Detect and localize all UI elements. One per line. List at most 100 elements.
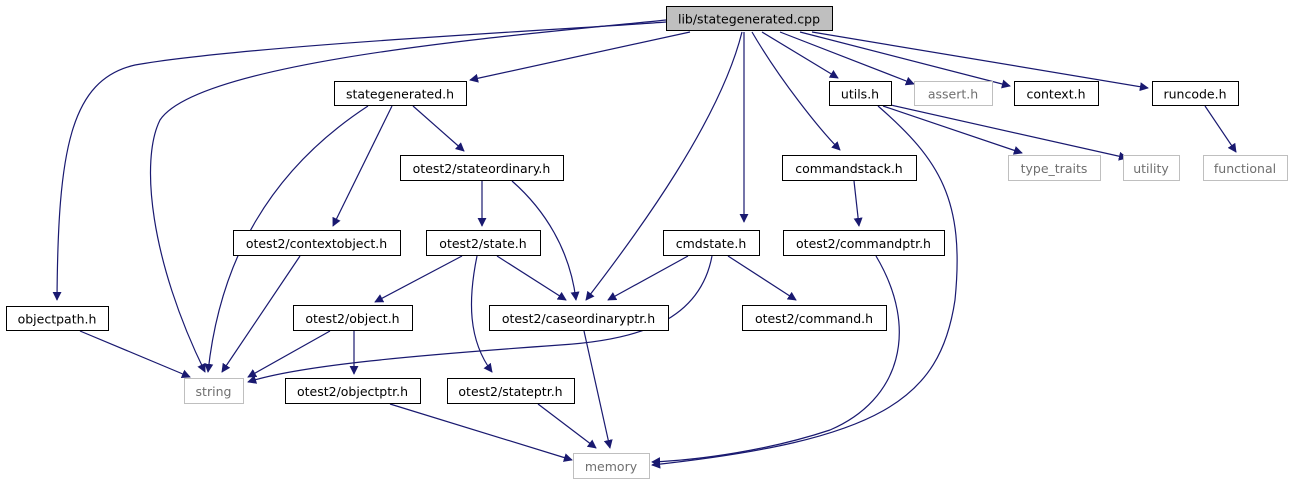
node-label: assert.h — [928, 87, 978, 102]
node-runcode[interactable]: runcode.h — [1152, 81, 1239, 106]
edge-root-to-caseordinaryptr — [585, 31, 743, 301]
edge-root-to-objectpath — [52, 21, 667, 301]
node-box — [184, 378, 244, 404]
node-box — [233, 230, 401, 256]
node-commandstack[interactable]: commandstack.h — [782, 155, 917, 181]
node-utils[interactable]: utils.h — [829, 81, 892, 106]
node-label: string — [196, 384, 232, 399]
node-objectpath[interactable]: objectpath.h — [6, 306, 109, 331]
node-box — [447, 378, 575, 404]
nodes-layer: lib/stategenerated.cpp objectpath.h stateg… — [6, 6, 1288, 479]
edge-stateptr-to-memory — [537, 403, 597, 449]
node-command[interactable]: otest2/command.h — [742, 305, 887, 331]
node-stategenerated[interactable]: stategenerated.h — [334, 81, 467, 106]
node-state[interactable]: otest2/state.h — [426, 230, 541, 256]
edge-root-to-context — [799, 31, 1011, 89]
node-label: otest2/state.h — [439, 236, 526, 251]
edges-layer — [52, 19, 1237, 469]
node-box — [6, 306, 109, 331]
edge-cmdstate-to-caseordinaryptr — [607, 255, 689, 301]
node-box — [1152, 81, 1239, 106]
node-label: lib/stategenerated.cpp — [678, 12, 820, 27]
edge-state-to-stateptr — [470, 255, 493, 373]
edge-runcode-to-functional — [1204, 105, 1237, 153]
edge-state-to-object — [374, 255, 463, 303]
edge-state-to-caseordinaryptr — [496, 255, 567, 301]
node-box — [334, 81, 467, 106]
node-cmdstate[interactable]: cmdstate.h — [663, 230, 760, 256]
edge-root-to-stategenerated — [469, 31, 691, 83]
node-label: otest2/command.h — [755, 311, 873, 326]
node-box — [742, 305, 887, 331]
edge-root-to-commandstack — [751, 31, 841, 151]
node-label: objectpath.h — [18, 312, 97, 327]
edge-caseordinaryptr-to-memory — [583, 330, 613, 449]
node-label: commandstack.h — [795, 161, 902, 176]
node-label: stategenerated.h — [346, 87, 454, 102]
node-label: otest2/stateordinary.h — [413, 161, 551, 176]
node-label: otest2/contextobject.h — [246, 236, 387, 251]
node-functional: functional — [1203, 155, 1288, 181]
edge-commandstack-to-commandptr — [853, 180, 863, 227]
edge-commandptr-to-memory — [651, 255, 900, 467]
node-label: memory — [585, 459, 638, 474]
node-label: otest2/objectptr.h — [297, 384, 408, 399]
node-stateordinary[interactable]: otest2/stateordinary.h — [400, 155, 564, 181]
node-box — [1014, 81, 1099, 106]
edge-cmdstate-to-string — [247, 255, 713, 384]
node-context[interactable]: context.h — [1014, 81, 1099, 106]
node-assert: assert.h — [914, 81, 993, 106]
node-label: otest2/stateptr.h — [458, 384, 562, 399]
node-box — [293, 305, 413, 331]
node-box — [489, 305, 669, 331]
edge-utils-to-type_traits — [882, 105, 1023, 155]
node-label: context.h — [1026, 87, 1085, 102]
node-string: string — [184, 378, 244, 404]
edge-root-to-runcode — [811, 31, 1149, 92]
node-stateptr[interactable]: otest2/stateptr.h — [447, 378, 575, 404]
node-box — [783, 230, 945, 256]
node-contextobject[interactable]: otest2/contextobject.h — [233, 230, 401, 256]
edge-utils-to-memory — [651, 105, 958, 469]
node-memory: memory — [573, 453, 650, 479]
edge-object-to-string — [247, 330, 331, 378]
node-label: runcode.h — [1163, 87, 1226, 102]
edge-stategenerated-to-stateordinary — [412, 105, 465, 152]
node-box — [666, 6, 833, 31]
edge-utils-to-utility — [885, 103, 1128, 161]
node-caseordinaryptr[interactable]: otest2/caseordinaryptr.h — [489, 305, 669, 331]
node-label: cmdstate.h — [676, 236, 747, 251]
node-box — [914, 81, 993, 106]
node-label: functional — [1214, 161, 1276, 176]
edge-stateordinary-to-caseordinaryptr — [511, 180, 580, 301]
node-commandptr[interactable]: otest2/commandptr.h — [783, 230, 945, 256]
edge-root-to-string — [149, 19, 667, 373]
node-box — [663, 230, 760, 256]
edge-contextobject-to-string — [221, 255, 301, 373]
node-box — [1123, 155, 1180, 181]
node-type_traits: type_traits — [1008, 155, 1101, 181]
node-objectptr[interactable]: otest2/objectptr.h — [285, 378, 421, 404]
node-box — [1203, 155, 1288, 181]
node-box — [782, 155, 917, 181]
node-label: otest2/object.h — [305, 311, 399, 326]
node-label: utility — [1133, 161, 1169, 176]
node-label: otest2/caseordinaryptr.h — [502, 311, 655, 326]
node-box — [400, 155, 564, 181]
edge-root-to-utils — [761, 31, 839, 79]
node-box — [829, 81, 892, 106]
node-box — [1008, 155, 1101, 181]
node-box — [426, 230, 541, 256]
node-label: otest2/commandptr.h — [796, 236, 931, 251]
node-label: utils.h — [841, 87, 879, 102]
node-utility: utility — [1123, 155, 1180, 181]
node-root[interactable]: lib/stategenerated.cpp — [666, 6, 833, 31]
edge-objectptr-to-memory — [389, 403, 573, 462]
edge-cmdstate-to-command — [727, 255, 797, 301]
edge-objectpath-to-string — [79, 330, 191, 379]
node-object[interactable]: otest2/object.h — [293, 305, 413, 331]
edge-stategenerated-to-contextobject — [332, 105, 393, 227]
edge-stategenerated-to-string — [204, 105, 369, 373]
node-box — [285, 378, 421, 404]
